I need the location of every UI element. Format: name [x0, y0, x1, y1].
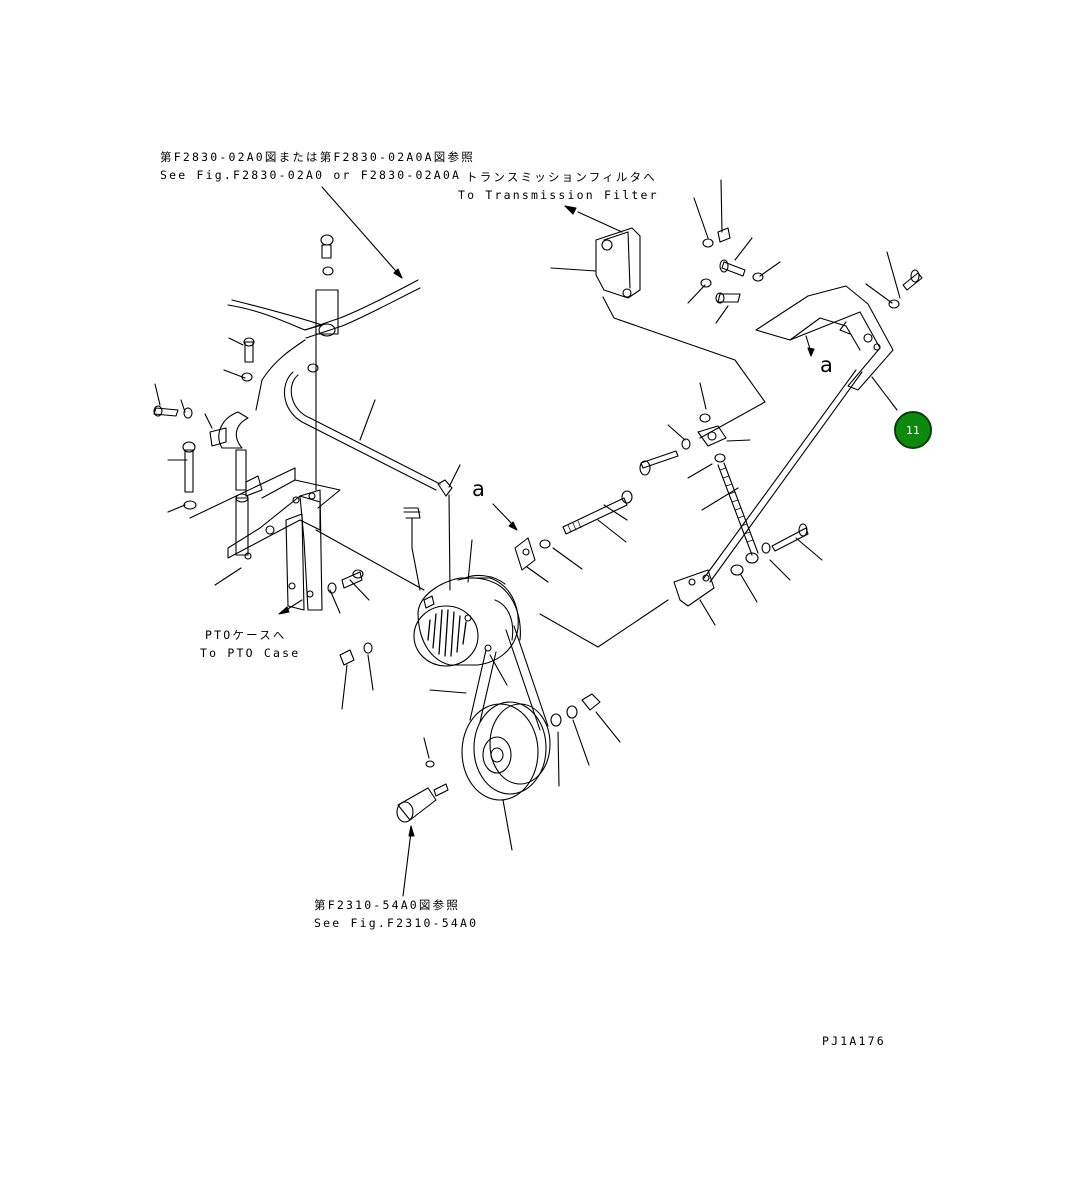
tensioner-parts	[539, 413, 809, 648]
leader-lines	[154, 179, 901, 897]
transmission-filter-jp-label: トランスミッションフィルタへ	[466, 170, 657, 184]
left-assembly	[153, 234, 441, 666]
view-marker-a-center: a	[472, 477, 485, 501]
view-marker-a-right: a	[820, 353, 833, 377]
ref-f2830-jp-label: 第F2830-02A0図または第F2830-02A0A図参照	[160, 150, 475, 164]
ref-f2310-jp-label: 第F2310-54A0図参照	[314, 898, 461, 912]
bracket-hardware	[700, 227, 764, 304]
part-number-badge[interactable]: 11	[894, 411, 932, 449]
hose-fitting	[315, 479, 453, 591]
ref-f2830-en-label: See Fig.F2830-02A0 or F2830-02A0A	[160, 168, 462, 182]
mounting-bracket-right	[755, 269, 923, 391]
transmission-filter-en-label: To Transmission Filter	[458, 188, 659, 202]
sensor	[396, 760, 449, 823]
filter-bracket	[595, 227, 766, 439]
adjust-rod	[703, 369, 863, 583]
pto-case-jp-label: PTOケースへ	[205, 628, 287, 642]
drawing-id-label: PJ1A176	[822, 1034, 886, 1048]
alternator	[413, 574, 521, 667]
long-bolt	[514, 490, 633, 571]
ref-f2310-en-label: See Fig.F2310-54A0	[314, 916, 479, 930]
pto-case-en-label: To PTO Case	[200, 646, 301, 660]
belt-pulley	[461, 625, 601, 801]
